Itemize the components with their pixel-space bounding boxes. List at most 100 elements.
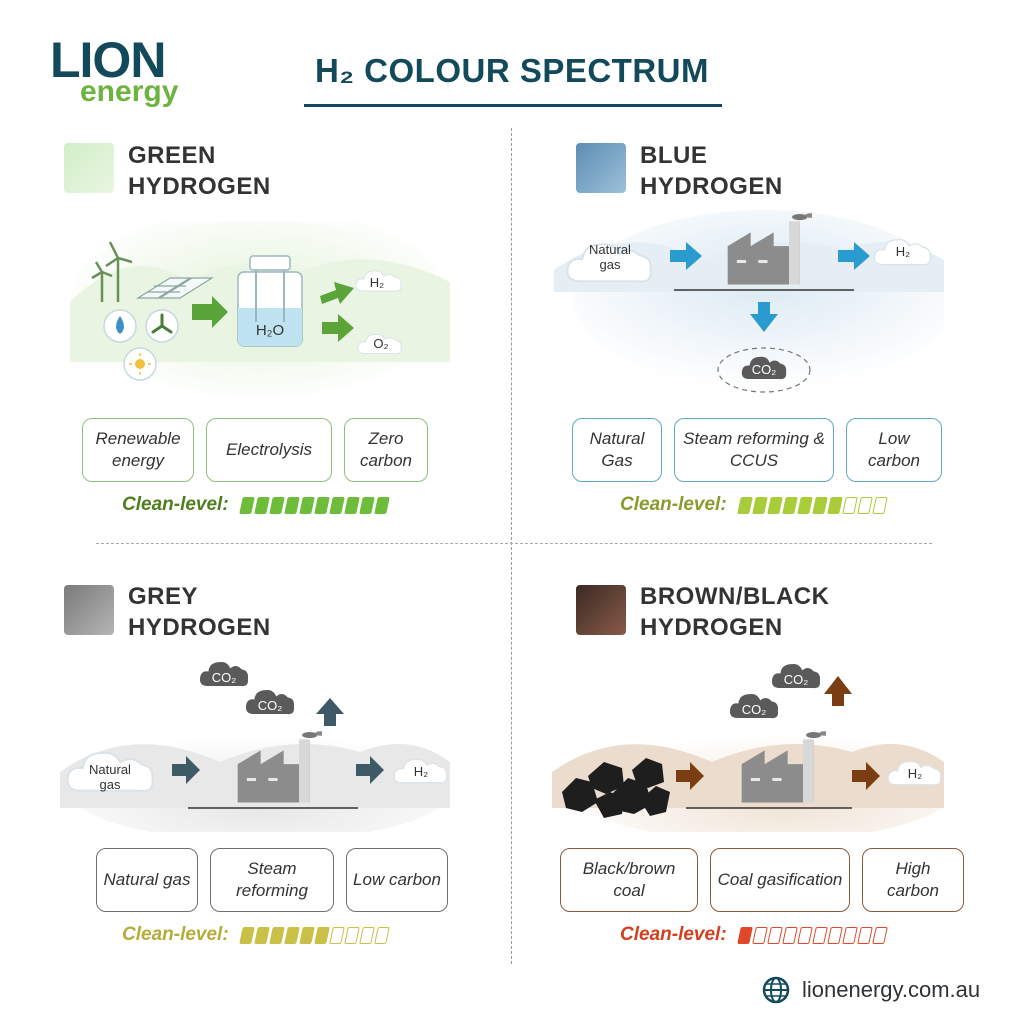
grey-gas-line1: Natural bbox=[89, 762, 131, 777]
clean-level-segment bbox=[283, 926, 300, 944]
blue-arrow-right-2-icon bbox=[838, 242, 870, 270]
clean-level-segment bbox=[358, 926, 375, 944]
blue-tag-2: Steam reforming & CCUS bbox=[674, 418, 834, 482]
green-swatch bbox=[64, 143, 114, 193]
clean-level-segment bbox=[373, 496, 390, 514]
grey-gas-line2: gas bbox=[99, 777, 121, 792]
clean-level-segment bbox=[313, 926, 330, 944]
clean-level-segment bbox=[358, 496, 375, 514]
coal-pile-icon bbox=[562, 758, 670, 818]
green-tag-3: Zero carbon bbox=[344, 418, 428, 482]
green-arrow-icon bbox=[192, 296, 228, 328]
green-clean-meter bbox=[238, 496, 390, 514]
green-arrow-down-icon bbox=[322, 314, 354, 342]
clean-level-segment bbox=[373, 926, 390, 944]
clean-level-segment bbox=[841, 926, 858, 944]
vertical-divider bbox=[511, 128, 512, 964]
grey-clean-level: Clean-level: bbox=[122, 924, 390, 946]
grey-tag-1: Natural gas bbox=[96, 848, 198, 912]
clean-level-segment bbox=[766, 926, 783, 944]
wind-turbine-icon bbox=[91, 241, 133, 302]
blue-arrow-right-icon bbox=[670, 242, 702, 270]
grey-clean-label: Clean-level: bbox=[122, 924, 229, 945]
green-o2-label: O₂ bbox=[373, 336, 389, 351]
brown-tag-2: Coal gasification bbox=[710, 848, 850, 912]
clean-level-segment bbox=[766, 496, 783, 514]
footer: lionenergy.com.au bbox=[762, 976, 980, 1004]
blue-gas-label: Natural gas bbox=[574, 242, 646, 272]
turbine-blade-icon bbox=[145, 309, 179, 343]
grey-clean-meter bbox=[238, 926, 390, 944]
brown-arrow-right-2-icon bbox=[852, 762, 880, 790]
grey-heading: GREY HYDROGEN bbox=[128, 581, 271, 643]
grey-swatch bbox=[64, 585, 114, 635]
horizontal-divider bbox=[96, 543, 932, 544]
clean-level-segment bbox=[796, 496, 813, 514]
blue-gas-line1: Natural bbox=[589, 242, 631, 257]
clean-level-segment bbox=[751, 496, 768, 514]
brown-arrow-right-icon bbox=[676, 762, 704, 790]
blue-swatch bbox=[576, 143, 626, 193]
green-h2o-label: H₂O bbox=[255, 322, 285, 339]
clean-level-segment bbox=[856, 926, 873, 944]
green-arrow-up-icon bbox=[320, 282, 354, 304]
brown-clean-label: Clean-level: bbox=[620, 924, 727, 945]
brown-h2-label: H₂ bbox=[907, 766, 923, 781]
green-heading-line2: HYDROGEN bbox=[128, 173, 271, 200]
sun-icon bbox=[123, 347, 157, 381]
grey-gas-label: Natural gas bbox=[78, 762, 142, 792]
clean-level-segment bbox=[826, 496, 843, 514]
clean-level-segment bbox=[781, 926, 798, 944]
brown-heading-line1: BROWN/BLACK bbox=[640, 583, 830, 610]
clean-level-segment bbox=[811, 926, 828, 944]
green-heading-line1: GREEN bbox=[128, 142, 216, 169]
water-drop-icon bbox=[103, 309, 137, 343]
grey-heading-line1: GREY bbox=[128, 583, 199, 610]
clean-level-segment bbox=[328, 496, 345, 514]
blue-tag-1: Natural Gas bbox=[572, 418, 662, 482]
blue-gas-line2: gas bbox=[599, 257, 621, 272]
clean-level-segment bbox=[343, 926, 360, 944]
clean-level-segment bbox=[298, 926, 315, 944]
blue-heading: BLUE HYDROGEN bbox=[640, 140, 783, 202]
brown-heading: BROWN/BLACK HYDROGEN bbox=[640, 581, 829, 643]
brown-swatch bbox=[576, 585, 626, 635]
clean-level-segment bbox=[781, 496, 798, 514]
brown-arrow-up-icon bbox=[824, 676, 852, 706]
clean-level-segment bbox=[313, 496, 330, 514]
blue-clean-level: Clean-level: bbox=[620, 494, 888, 516]
green-h2-label: H₂ bbox=[369, 275, 385, 290]
green-clean-level: Clean-level: bbox=[122, 494, 390, 516]
solar-panel-icon bbox=[135, 277, 215, 299]
blue-heading-line2: HYDROGEN bbox=[640, 173, 783, 200]
brown-clean-meter bbox=[736, 926, 888, 944]
blue-tag-3: Low carbon bbox=[846, 418, 942, 482]
clean-level-segment bbox=[283, 496, 300, 514]
website-link[interactable]: lionenergy.com.au bbox=[802, 977, 981, 1002]
brand-logo: LION energy bbox=[50, 32, 180, 110]
grey-illustration: Natural gas CO₂ CO₂ H₂ bbox=[60, 652, 460, 842]
blue-clean-meter bbox=[736, 496, 888, 514]
green-tag-2: Electrolysis bbox=[206, 418, 332, 482]
grey-co2-b-label: CO₂ bbox=[257, 698, 283, 713]
clean-level-segment bbox=[238, 926, 255, 944]
brown-illustration: CO₂ CO₂ H₂ bbox=[552, 652, 962, 842]
grey-heading-line2: HYDROGEN bbox=[128, 614, 271, 641]
clean-level-segment bbox=[238, 496, 255, 514]
grey-h2-label: H₂ bbox=[413, 764, 429, 779]
clean-level-segment bbox=[328, 926, 345, 944]
green-clean-label: Clean-level: bbox=[122, 494, 229, 515]
logo-lion-text: LION bbox=[50, 32, 166, 88]
clean-level-segment bbox=[811, 496, 828, 514]
blue-illustration: Natural gas H₂ CO₂ bbox=[554, 210, 954, 400]
brown-co2-b-label: CO₂ bbox=[783, 672, 809, 687]
brown-heading-line2: HYDROGEN bbox=[640, 614, 783, 641]
clean-level-segment bbox=[253, 926, 270, 944]
grey-tag-2: Steam reforming bbox=[210, 848, 334, 912]
blue-co2-label: CO₂ bbox=[751, 362, 777, 377]
clean-level-segment bbox=[856, 496, 873, 514]
brown-co2-a-label: CO₂ bbox=[741, 702, 767, 717]
grey-arrow-up-icon bbox=[316, 698, 344, 726]
clean-level-segment bbox=[343, 496, 360, 514]
clean-level-segment bbox=[298, 496, 315, 514]
